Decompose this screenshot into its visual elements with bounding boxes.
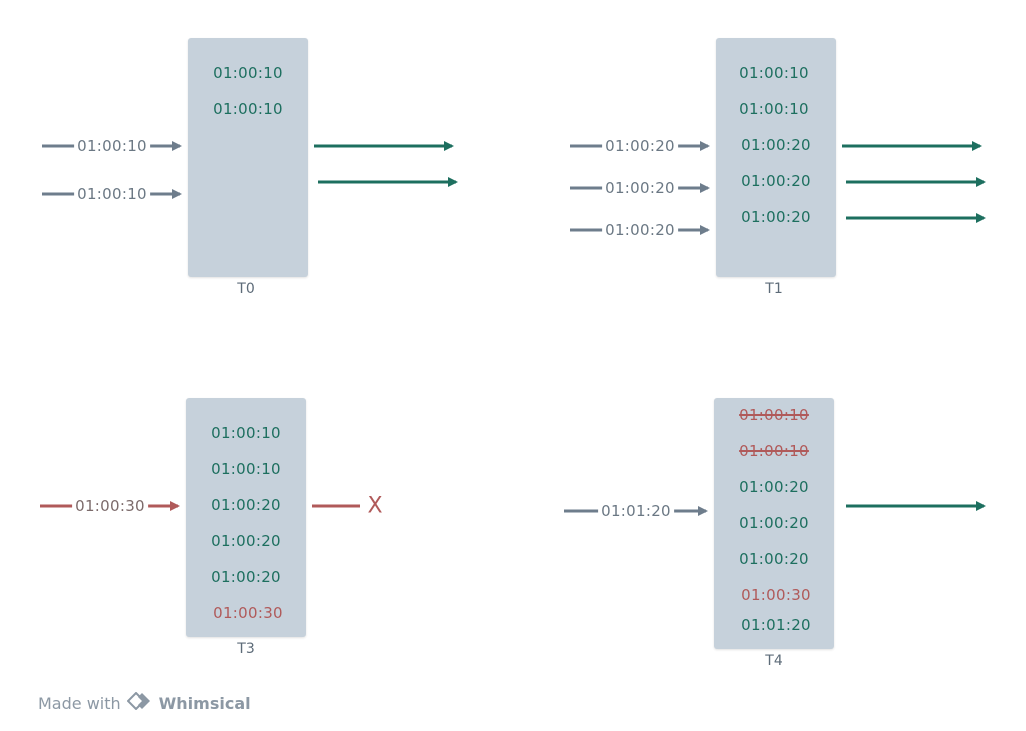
t4-entry-1: 01:00:10 bbox=[739, 406, 809, 424]
t1-input-label-2: 01:00:20 bbox=[602, 179, 678, 197]
t3-entry-2: 01:00:10 bbox=[211, 460, 281, 478]
t1-input-label-3: 01:00:20 bbox=[602, 221, 678, 239]
made-with-text: Made with bbox=[38, 693, 121, 713]
t1-entry-2: 01:00:10 bbox=[739, 100, 809, 118]
t1-entry-4: 01:00:20 bbox=[741, 172, 811, 190]
t3-entry-4: 01:00:20 bbox=[211, 532, 281, 550]
t4-input-label: 01:01:20 bbox=[598, 502, 674, 520]
t4-entry-2: 01:00:10 bbox=[739, 442, 809, 460]
t3-entry-1: 01:00:10 bbox=[211, 424, 281, 442]
t4-label: T4 bbox=[765, 653, 783, 669]
whimsical-logo-icon bbox=[126, 691, 153, 714]
t3-entry-3: 01:00:20 bbox=[211, 496, 281, 514]
t4-entry-7: 01:01:20 bbox=[741, 616, 811, 634]
t0-entry-2: 01:00:10 bbox=[213, 100, 283, 118]
t1-input-label-1: 01:00:20 bbox=[602, 137, 678, 155]
t1-entry-1: 01:00:10 bbox=[739, 64, 809, 82]
whimsical-brand-text: Whimsical bbox=[158, 693, 251, 713]
t3-entry-6: 01:00:30 bbox=[213, 604, 283, 622]
t0-entry-1: 01:00:10 bbox=[213, 64, 283, 82]
footer[interactable]: Made with Whimsical bbox=[38, 691, 251, 714]
t4-entry-4: 01:00:20 bbox=[739, 514, 809, 532]
t3-label: T3 bbox=[237, 641, 255, 657]
t0-input-label-1: 01:00:10 bbox=[74, 137, 150, 155]
t1-entry-5: 01:00:20 bbox=[741, 208, 811, 226]
t3-input-label: 01:00:30 bbox=[72, 497, 148, 515]
t0-label: T0 bbox=[237, 281, 255, 297]
t3-rejected-mark: X bbox=[367, 493, 383, 519]
t0-buffer-box bbox=[188, 38, 308, 277]
t1-buffer-box bbox=[716, 38, 836, 277]
t0-input-label-2: 01:00:10 bbox=[74, 185, 150, 203]
t1-label: T1 bbox=[765, 281, 783, 297]
t3-buffer-box bbox=[186, 398, 306, 637]
t4-entry-6: 01:00:30 bbox=[741, 586, 811, 604]
t4-entry-5: 01:00:20 bbox=[739, 550, 809, 568]
t4-buffer-box bbox=[714, 398, 834, 649]
t3-entry-5: 01:00:20 bbox=[211, 568, 281, 586]
t1-entry-3: 01:00:20 bbox=[741, 136, 811, 154]
t4-entry-3: 01:00:20 bbox=[739, 478, 809, 496]
